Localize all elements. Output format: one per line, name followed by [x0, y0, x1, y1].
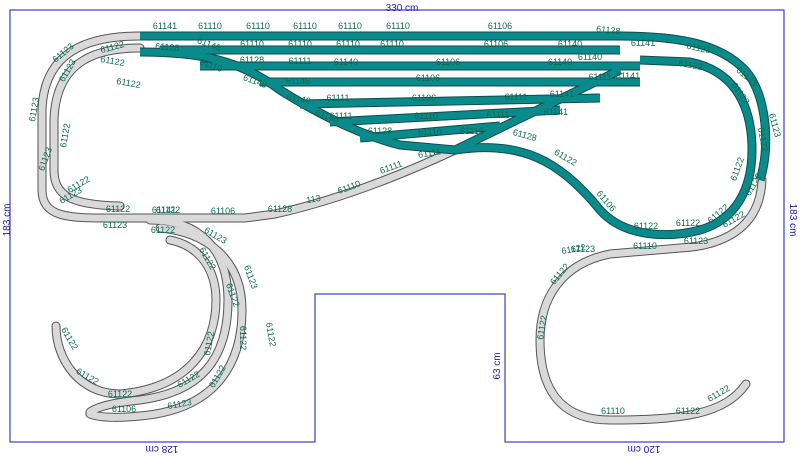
room-outline [9, 9, 785, 443]
track-piece-label: 61106 [488, 21, 512, 31]
track-piece-label: 61111 [288, 56, 311, 66]
track-piece-label: 61111 [486, 110, 509, 120]
dim-right-label: 183 cm [787, 204, 798, 237]
dim-left-label: 183 cm [2, 204, 13, 237]
dim-bottom-right-label: 120 cm [628, 443, 661, 454]
track-piece-label: 61110 [601, 406, 625, 416]
track-piece-label: 61106 [412, 93, 436, 103]
grey-tracks [37, 31, 767, 425]
track-piece-label: 61123 [686, 41, 712, 56]
track-piece-label: 61122 [634, 221, 658, 231]
dim-bottom-left-label: 128 cm [146, 443, 179, 454]
track-piece-label: 61106 [416, 73, 440, 83]
track-piece-label: 61123 [684, 236, 708, 246]
track-piece-label: 61123 [167, 397, 193, 411]
track-piece-label: 61140 [558, 39, 582, 49]
track-piece-label: 61110 [288, 39, 312, 49]
track-piece-label: 61128 [268, 204, 292, 214]
track-piece-label: 61122 [106, 204, 130, 214]
track-piece-label: 61141 [152, 205, 176, 215]
track-piece-label: 61122 [238, 326, 248, 350]
track-piece-label: 61123 [103, 220, 127, 230]
track-piece-label: 61110 [198, 21, 222, 31]
track-piece-label: 61122 [535, 315, 549, 341]
track-piece-label: 61122 [116, 76, 142, 90]
track-piece-label: 61111 [329, 111, 352, 121]
dim-top-label: 330 cm [386, 3, 419, 14]
track-piece-label: 61110 [380, 39, 404, 49]
track-piece-label: 61110 [633, 241, 657, 251]
track-piece-label: 61123 [571, 244, 595, 254]
track-piece-label: 61106 [484, 39, 508, 49]
teal-tracks [139, 31, 771, 240]
track-piece-label: 61106 [112, 404, 136, 414]
track-piece-label: 61106 [211, 206, 235, 216]
track-piece-label: 61122 [108, 389, 132, 399]
track-piece-label: 61141 [631, 38, 655, 48]
track-piece-label: 61122 [202, 331, 216, 357]
track-piece-label: 61122 [756, 127, 770, 153]
track-piece-label: 61122 [151, 225, 175, 235]
track-piece-label: 61110 [418, 127, 442, 137]
track-piece-label: 61122 [100, 54, 126, 68]
track-piece-label: 61111 [326, 93, 349, 103]
track-piece-label: 61110 [338, 21, 362, 31]
track-piece-label: 61128 [155, 41, 180, 53]
track-piece-label: 61122 [58, 123, 72, 149]
track-piece-label: 61111 [588, 72, 611, 82]
track-piece-label: 61110 [336, 39, 360, 49]
track-piece-label: 113 [306, 193, 322, 205]
track-piece-label: 61123 [27, 97, 41, 123]
track-piece-label: 61116 [460, 126, 484, 136]
track-piece-label: 61141 [544, 107, 568, 117]
track-piece-label: 61110 [240, 39, 264, 49]
track-piece-label: 61141 [153, 21, 177, 31]
track-piece-label: 61122 [264, 322, 278, 348]
track-piece-label: 61110 [414, 111, 438, 121]
track-piece-label: 61122 [678, 58, 704, 72]
track-piece-label: 61122 [561, 242, 587, 256]
track-piece-label: 61128 [368, 126, 392, 136]
track-piece-label: 61141 [616, 71, 640, 81]
track-piece-label: 61146 [286, 76, 310, 86]
track-piece-label: 61122 [676, 406, 700, 416]
track-piece-label: 61128 [240, 55, 264, 65]
track-piece-label: 61140 [548, 57, 572, 67]
track-piece-label: 61123 [242, 264, 260, 290]
track-piece-label: 61122 [156, 205, 180, 215]
track-piece-label: 61140 [578, 52, 602, 62]
track-piece-label: 61110 [246, 21, 270, 31]
track-piece-label: 61110 [293, 21, 317, 31]
track-piece-label: 61146 [286, 92, 312, 106]
track-piece-label: 61111 [417, 146, 441, 160]
track-piece-label: 61111 [504, 92, 527, 102]
track-piece-label: 61110 [386, 21, 410, 31]
track-piece-label: 61106 [436, 57, 460, 67]
track-piece-label: 61141 [550, 89, 574, 99]
track-piece-label: 61122 [728, 156, 746, 182]
track-piece-label: 61128 [512, 127, 538, 143]
track-piece-label: 61122 [676, 218, 700, 228]
track-piece-label: 61140 [334, 57, 358, 67]
dim-inner-label: 63 cm [492, 352, 503, 379]
track-piece-label: 61128 [596, 24, 621, 36]
